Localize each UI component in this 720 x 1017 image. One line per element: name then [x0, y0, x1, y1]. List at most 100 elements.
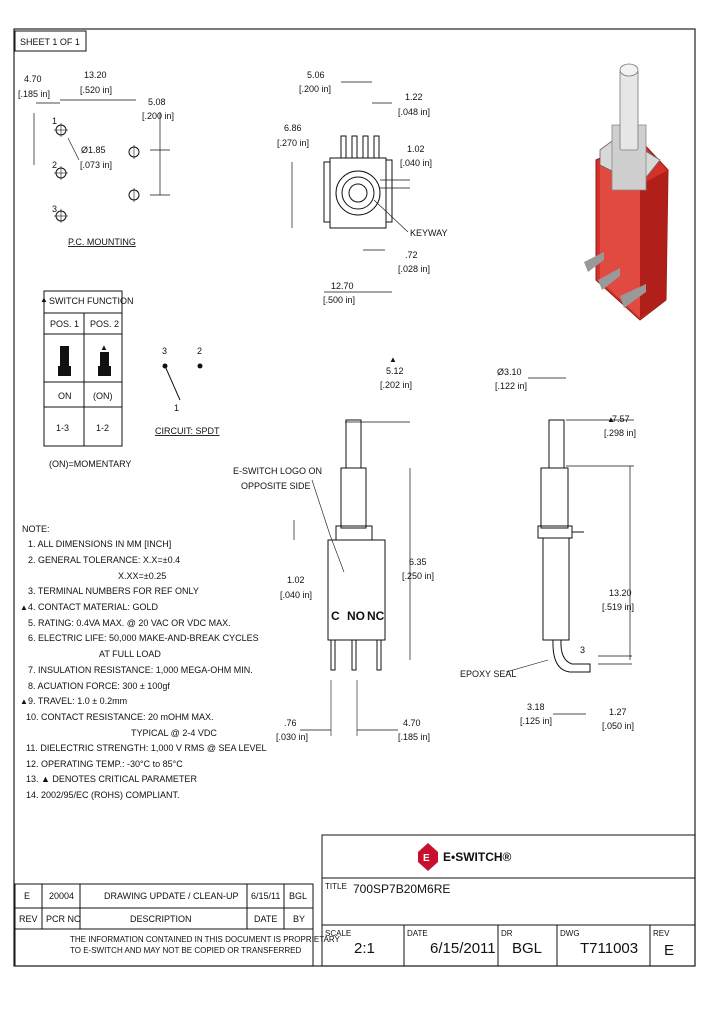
note-line: 11. DIELECTRIC STRENGTH: 1,000 V RMS @ S…: [26, 743, 267, 753]
pos2-header: POS. 2: [90, 319, 119, 329]
dim-text: Ø3.10: [497, 367, 522, 377]
title-block: E E•SWITCH® TITLE 700SP7B20M6RE SCALE 2:…: [321, 834, 696, 967]
rev-header: REV: [19, 914, 38, 924]
dim-text: [.185 in]: [398, 732, 430, 742]
note-line: 1. ALL DIMENSIONS IN MM [INCH]: [28, 539, 171, 549]
part-number: 700SP7B20M6RE: [353, 882, 450, 896]
pos1-header: POS. 1: [50, 319, 79, 329]
note-line: X.XX=±0.25: [118, 571, 166, 581]
dim-text: 13.20: [84, 70, 107, 80]
dim-text: [.200 in]: [142, 111, 174, 121]
rev-label: REV: [653, 929, 670, 938]
dim-text: [.040 in]: [280, 590, 312, 600]
pos2-state: (ON): [93, 391, 113, 401]
svg-text:▲: ▲: [607, 415, 615, 424]
pc-mounting-view: 4.70 [.185 in] 13.20 [.520 in] 5.08 [.20…: [18, 70, 174, 247]
svg-text:▲: ▲: [100, 343, 108, 352]
dwg-value: T711003: [580, 940, 638, 957]
iso-render: [584, 63, 669, 321]
dim-text: 5.12: [386, 366, 404, 376]
sheet-border: [13, 28, 696, 967]
dim-text: .72: [405, 250, 418, 260]
momentary-footnote: (ON)=MOMENTARY: [49, 459, 131, 469]
dim-text: [.125 in]: [520, 716, 552, 726]
note-line: 8. ACUATION FORCE: 300 ± 100gf: [28, 681, 170, 691]
note-line: 2. GENERAL TOLERANCE: X.X=±0.4: [28, 555, 180, 565]
note-line: 9. TRAVEL: 1.0 ± 0.2mm: [28, 696, 127, 706]
switch-function-table: ▲ SWITCH FUNCTION POS. 1 POS. 2 ▲ ON (ON…: [40, 290, 134, 469]
dim-text: .76: [284, 718, 297, 728]
dim-text: [.520 in]: [80, 85, 112, 95]
dim-text: 1.02: [287, 575, 305, 585]
scale-label: SCALE: [325, 929, 351, 938]
note-line: 10. CONTACT RESISTANCE: 20 mOHM MAX.: [26, 712, 214, 722]
dim-text: [.030 in]: [276, 732, 308, 742]
dim-text: [.122 in]: [495, 381, 527, 391]
lever-pos2-icon: [100, 352, 109, 368]
sheet-label: SHEET 1 OF 1: [20, 37, 80, 47]
pin-label: 1: [52, 116, 57, 126]
date-label: DATE: [407, 929, 428, 938]
switch-function-title: SWITCH FUNCTION: [49, 296, 134, 306]
dwg-label: DWG: [560, 929, 580, 938]
pin-no-label: NO: [347, 609, 365, 623]
pin-label: 2: [52, 160, 57, 170]
pin-c-label: C: [331, 609, 340, 623]
svg-text:▲: ▲: [389, 355, 397, 364]
front-view: 5.06 [.200 in] 1.22 [.048 in] 6.86 [.270…: [277, 70, 448, 305]
note-line: 3. TERMINAL NUMBERS FOR REF ONLY: [28, 586, 199, 596]
side-view: ▲ 5.12 [.202 in] E-SWITCH LOGO ON OPPOSI…: [233, 355, 434, 742]
dim-text: 6.35: [409, 557, 427, 567]
pos1-state: ON: [58, 391, 72, 401]
dim-text: [.202 in]: [380, 380, 412, 390]
date-cell: 6/15/11: [251, 891, 280, 901]
dim-text: [.250 in]: [402, 571, 434, 581]
note-line: 6. ELECTRIC LIFE: 50,000 MAKE-AND-BREAK …: [28, 633, 259, 643]
dim-text: 6.86: [284, 123, 302, 133]
dim-text: [.200 in]: [299, 84, 331, 94]
proprietary-notice: THE INFORMATION CONTAINED IN THIS DOCUME…: [70, 935, 340, 944]
dim-text: 1.22: [405, 92, 423, 102]
note-line: 5. RATING: 0.4VA MAX. @ 20 VAC OR VDC MA…: [28, 618, 231, 628]
e-switch-logo: E E•SWITCH®: [418, 843, 512, 871]
dim-text: [.048 in]: [398, 107, 430, 117]
dim-text: [.500 in]: [323, 295, 355, 305]
dim-text: [.298 in]: [604, 428, 636, 438]
dim-text: [.028 in]: [398, 264, 430, 274]
dim-text: [.073 in]: [80, 160, 112, 170]
dim-text: 13.20: [609, 588, 632, 598]
epoxy-seal-label: EPOXY SEAL: [460, 669, 516, 679]
title-label: TITLE: [325, 882, 347, 891]
dim-text: 1.27: [609, 707, 627, 717]
rev-cell: E: [24, 891, 30, 901]
note-line: AT FULL LOAD: [99, 649, 161, 659]
note-line: 7. INSULATION RESISTANCE: 1,000 MEGA-OHM…: [28, 665, 253, 675]
dim-text: 4.70: [403, 718, 421, 728]
dim-text: [.270 in]: [277, 138, 309, 148]
pin-nc-label: NC: [367, 609, 385, 623]
right-view: Ø3.10 [.122 in] ▲ 7.57 [.298 in] 13.20 […: [460, 367, 636, 731]
pin-label: 3: [162, 346, 167, 356]
description-header: DESCRIPTION: [130, 914, 192, 924]
lever-pos1-icon: [60, 346, 69, 368]
keyway-label: KEYWAY: [410, 228, 448, 238]
dim-text: [.185 in]: [18, 89, 50, 99]
critical-triangle-icon: ▲: [20, 697, 28, 706]
pos1-circuit: 1-3: [56, 423, 69, 433]
dim-text: 5.06: [307, 70, 325, 80]
dim-text: [.519 in]: [602, 602, 634, 612]
notes-title: NOTE:: [22, 524, 50, 534]
note-line: 14. 2002/95/EC (ROHS) COMPLIANT.: [26, 790, 180, 800]
proprietary-notice: TO E-SWITCH AND MAY NOT BE COPIED OR TRA…: [70, 946, 302, 955]
pin-label: 2: [197, 346, 202, 356]
dim-text: [.050 in]: [602, 721, 634, 731]
scale-value: 2:1: [354, 940, 375, 957]
note-line: 12. OPERATING TEMP.: -30°C to 85°C: [26, 759, 183, 769]
drawn-by-value: BGL: [512, 940, 542, 957]
note-line: 13. ▲ DENOTES CRITICAL PARAMETER: [26, 774, 197, 784]
dim-text: 3.18: [527, 702, 545, 712]
note-line: 4. CONTACT MATERIAL: GOLD: [28, 602, 159, 612]
by-cell: BGL: [289, 891, 307, 901]
